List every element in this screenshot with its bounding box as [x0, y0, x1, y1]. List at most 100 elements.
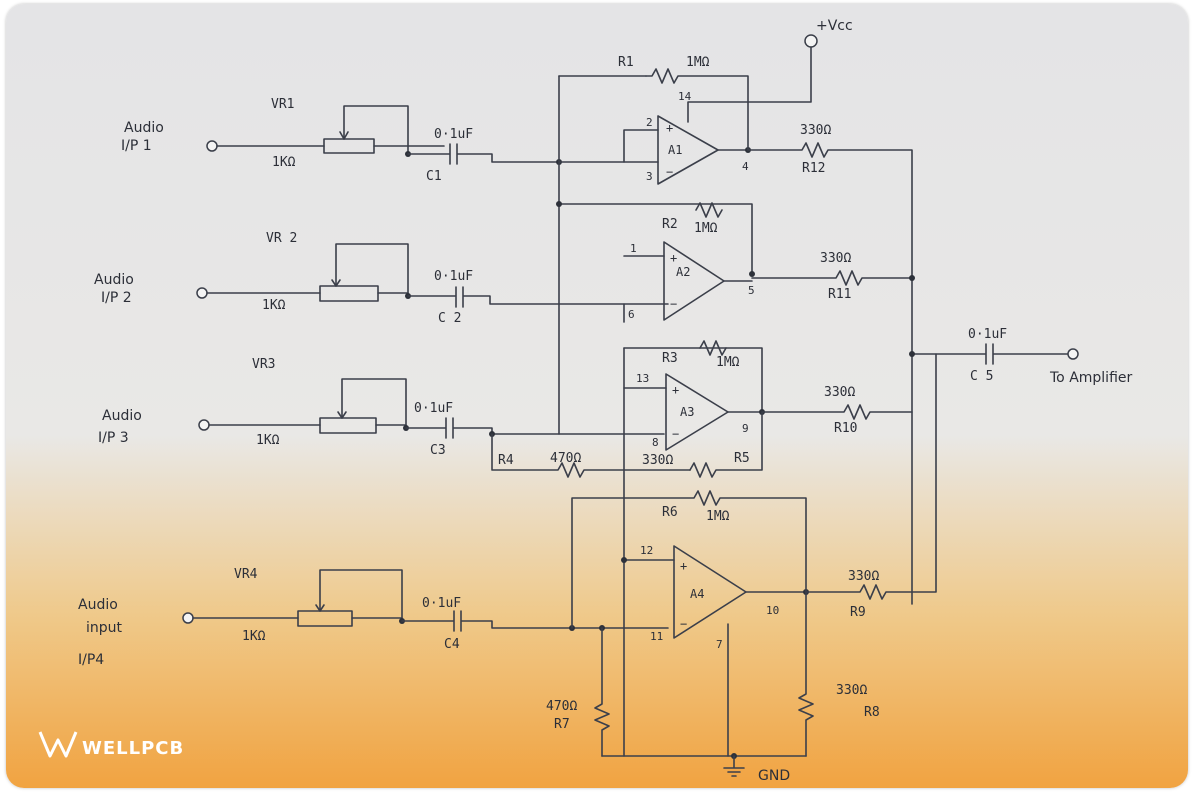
- vr4-value: 1KΩ: [242, 629, 266, 644]
- r12-label: R12: [802, 161, 825, 176]
- resistor-r10: 330Ω R10: [761, 385, 913, 436]
- a4-pin-minus: 11: [650, 630, 663, 643]
- opamp-a2: + − A2 1 6 5: [623, 241, 755, 323]
- a4-pin-plus: 12: [640, 544, 653, 557]
- resistor-r1: R1 1MΩ: [618, 55, 749, 151]
- resistor-r2: R2 1MΩ: [662, 202, 723, 236]
- input-channel-3: Audio I/P 3 VR3 1KΩ 0·1uF C3: [98, 357, 665, 458]
- vr2-value: 1KΩ: [262, 298, 286, 313]
- feedback-bus: [556, 75, 753, 435]
- a1-pin-plus: 2: [646, 116, 653, 129]
- r3-label: R3: [662, 351, 678, 366]
- vr3-label: VR3: [252, 357, 275, 372]
- svg-text:+: +: [680, 559, 687, 573]
- vr3-value: 1KΩ: [256, 433, 280, 448]
- opamp-a1-label: A1: [668, 143, 682, 157]
- c3-label: C3: [430, 443, 446, 458]
- resistor-r3: R3 1MΩ: [662, 340, 740, 370]
- r2-label: R2: [662, 217, 678, 232]
- resistor-r7: 470Ω R7: [546, 627, 610, 757]
- r2-value: 1MΩ: [694, 221, 718, 236]
- a2-pin-plus: 1: [630, 242, 637, 255]
- c1-value: 0·1uF: [434, 127, 473, 142]
- opamp-a1: + − A1 2 3 4 14 +Vcc: [558, 18, 853, 185]
- c2-value: 0·1uF: [434, 269, 473, 284]
- r4-label: R4: [498, 453, 514, 468]
- output-stage: 0·1uF C 5 To Amplifier: [909, 327, 1133, 386]
- c5-label: C 5: [970, 369, 993, 384]
- c2-label: C 2: [438, 311, 461, 326]
- output-terminal[interactable]: [1067, 348, 1079, 360]
- vcc-terminal[interactable]: [804, 34, 818, 48]
- resistor-r12: 330Ω R12: [747, 123, 913, 605]
- vr4-potentiometer: [297, 610, 353, 627]
- resistor-r5: 330Ω R5: [642, 411, 763, 478]
- resistor-r6: R6 1MΩ: [571, 490, 807, 629]
- a4-pin-gnd: 7: [716, 638, 723, 651]
- a1-pin-vcc: 14: [678, 90, 692, 103]
- a2-pin-minus: 6: [628, 308, 635, 321]
- r10-value: 330Ω: [824, 385, 855, 400]
- vr1-label: VR1: [271, 97, 294, 112]
- r9-label: R9: [850, 605, 866, 620]
- r8-label: R8: [864, 705, 880, 720]
- svg-text:−: −: [666, 165, 673, 179]
- r1-value: 1MΩ: [686, 55, 710, 70]
- wellpcb-logo-icon: [38, 731, 78, 758]
- opamp-a3: + − A3 13 8 9: [623, 347, 765, 757]
- brand-name: WELLPCB: [82, 738, 184, 759]
- r7-value: 470Ω: [546, 699, 577, 714]
- input-3-label-line2: I/P 3: [98, 430, 129, 446]
- opamp-a2-label: A2: [676, 265, 690, 279]
- r6-value: 1MΩ: [706, 509, 730, 524]
- vr4-label: VR4: [234, 567, 258, 582]
- a2-pin-out: 5: [748, 284, 755, 297]
- output-label: To Amplifier: [1049, 370, 1133, 386]
- resistor-r8: 330Ω R8: [798, 591, 880, 757]
- r3-value: 1MΩ: [716, 355, 740, 370]
- input-3-terminal[interactable]: [198, 419, 210, 431]
- brand-logo: WELLPCB: [38, 731, 184, 759]
- gnd-label: GND: [758, 768, 790, 784]
- svg-text:+: +: [666, 121, 673, 135]
- r7-label: R7: [554, 717, 570, 732]
- svg-text:−: −: [672, 427, 679, 441]
- opamp-a3-label: A3: [680, 405, 694, 419]
- r5-label: R5: [734, 451, 750, 466]
- resistor-r9: 330Ω R9: [805, 353, 937, 620]
- a3-pin-out: 9: [742, 422, 749, 435]
- vr1-value: 1KΩ: [272, 155, 296, 170]
- input-channel-2: Audio I/P 2 VR 2 1KΩ 0·1uF C 2: [94, 231, 669, 326]
- input-2-terminal[interactable]: [196, 287, 208, 299]
- input-2-label-line1: Audio: [94, 272, 134, 288]
- vr1-potentiometer: [323, 138, 375, 154]
- r4-value: 470Ω: [550, 451, 581, 466]
- r5-value: 330Ω: [642, 453, 673, 468]
- c1-label: C1: [426, 169, 442, 184]
- input-4-label-line1: Audio: [78, 597, 118, 613]
- r1-label: R1: [618, 55, 634, 70]
- resistor-r11: 330Ω R11: [751, 251, 915, 302]
- r8-value: 330Ω: [836, 683, 867, 698]
- input-1-label-line1: Audio: [124, 120, 164, 136]
- r6-label: R6: [662, 505, 678, 520]
- svg-text:−: −: [670, 297, 677, 311]
- input-1-terminal[interactable]: [206, 140, 218, 152]
- vr2-potentiometer: [319, 285, 379, 302]
- schematic-sheet: Audio I/P 1 VR1 1KΩ 0·1uF C1 Audio I/P 2…: [6, 4, 1188, 788]
- svg-text:−: −: [680, 617, 687, 631]
- a1-pin-out: 4: [742, 160, 749, 173]
- input-channel-4: Audio input I/P4 VR4 1KΩ 0·1uF C4: [78, 567, 669, 668]
- input-1-label-line2: I/P 1: [121, 138, 152, 154]
- svg-text:+: +: [672, 383, 679, 397]
- input-2-label-line2: I/P 2: [101, 290, 132, 306]
- c5-value: 0·1uF: [968, 327, 1007, 342]
- input-4-terminal[interactable]: [182, 612, 194, 624]
- vr3-potentiometer: [319, 417, 377, 434]
- resistor-r4: R4 470Ω: [491, 433, 691, 478]
- r9-value: 330Ω: [848, 569, 879, 584]
- r11-label: R11: [828, 287, 851, 302]
- a3-pin-plus: 13: [636, 372, 649, 385]
- a3-pin-minus: 8: [652, 436, 659, 449]
- input-3-label-line1: Audio: [102, 408, 142, 424]
